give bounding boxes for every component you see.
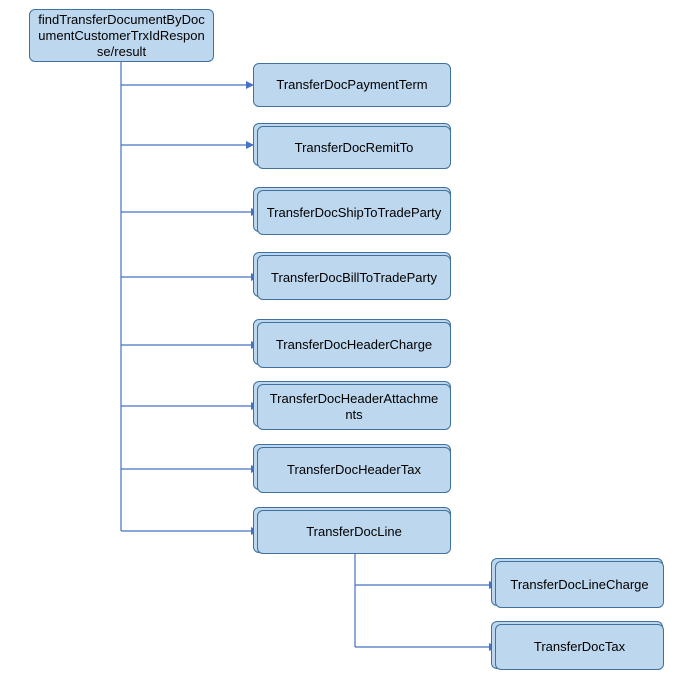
node-label: TransferDocHeaderCharge [275,337,433,352]
node-header-tax: TransferDocHeaderTax [257,447,451,493]
root-node: findTransferDocumentByDocumentCustomerTr… [29,9,214,62]
node-doc-tax: TransferDocTax [495,624,664,670]
node-label: TransferDocShipToTradeParty [266,204,442,220]
node-payment-term: TransferDocPaymentTerm [253,63,451,107]
node-label: TransferDocTax [533,639,626,654]
node-label: TransferDocPaymentTerm [276,77,428,92]
node-remit-to: TransferDocRemitTo [257,126,451,169]
node-label: TransferDocBillToTradeParty [271,269,437,285]
node-line: TransferDocLine [257,510,451,554]
root-node-label: findTransferDocumentByDocumentCustomerTr… [38,11,205,59]
node-line-charge: TransferDocLineCharge [495,561,664,608]
node-bill-to-trade-party: TransferDocBillToTradeParty [257,255,451,300]
node-header-attachments: TransferDocHeaderAttachments [257,384,451,430]
node-label: TransferDocLineCharge [510,576,649,592]
node-label: TransferDocLine [306,524,402,539]
node-header-charge: TransferDocHeaderCharge [257,322,451,368]
node-ship-to-trade-party: TransferDocShipToTradeParty [257,190,451,235]
node-label: TransferDocHeaderTax [287,462,421,477]
node-label: TransferDocRemitTo [294,139,414,155]
node-label: TransferDocHeaderAttachments [269,391,439,422]
